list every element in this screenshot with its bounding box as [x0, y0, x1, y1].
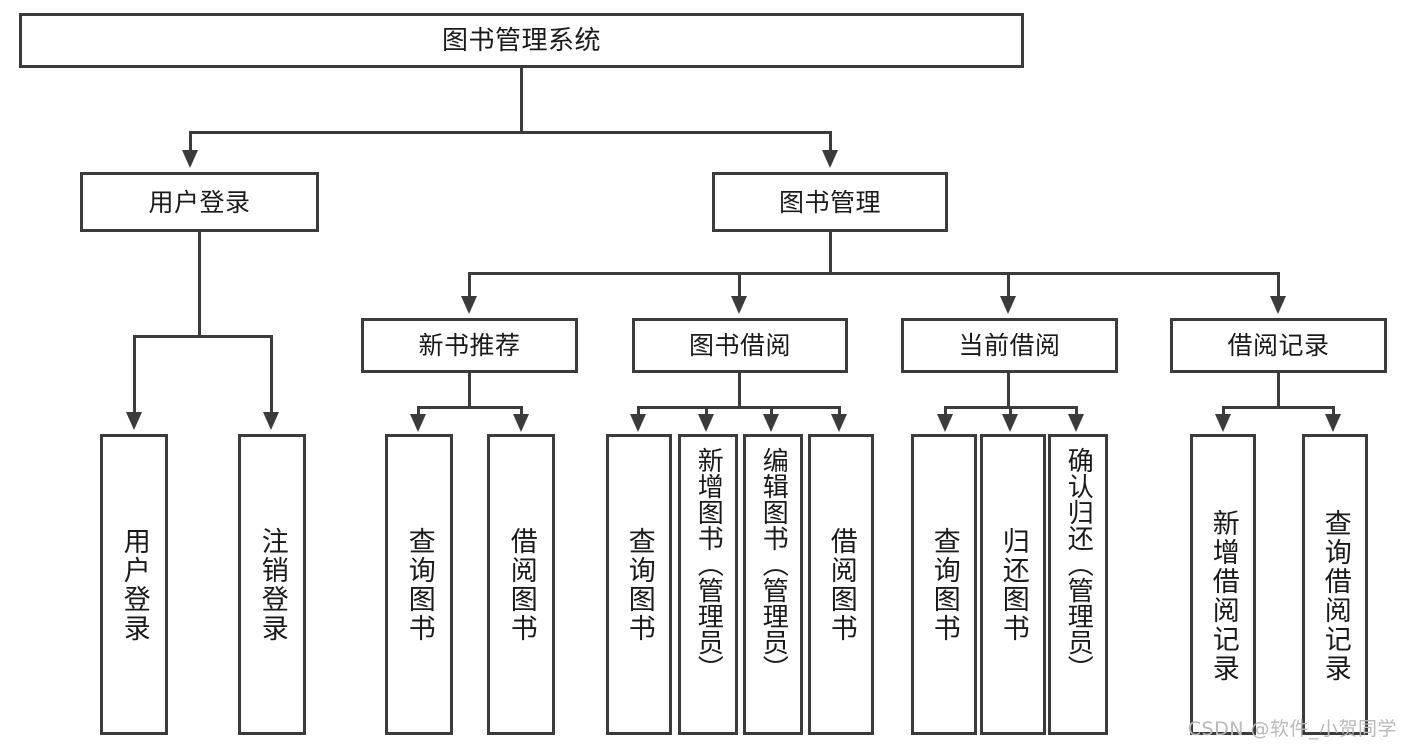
- connector-borrow-record-stem: [1277, 373, 1280, 406]
- node-label: 查询图书: [928, 527, 960, 643]
- watermark-text: CSDN @软件_小贺同学: [1187, 718, 1397, 740]
- connector-cb-to-leaf-2: [1075, 406, 1078, 418]
- arrowhead-book-borrow: [731, 296, 747, 314]
- node-label: 图书管理系统: [441, 25, 601, 56]
- node-new-book-recommend[interactable]: 新书推荐: [361, 318, 578, 373]
- node-label: 借阅图书: [505, 527, 537, 643]
- node-label: 用户登录: [118, 527, 150, 643]
- connector-cb-to-leaf-0: [944, 406, 947, 418]
- node-label: 图书借阅: [688, 331, 791, 360]
- connector-bm-to-borrow-record: [1277, 272, 1280, 298]
- connector-root-bus: [189, 131, 832, 134]
- arrowhead-bb-add-book: [698, 414, 714, 432]
- leaf-nb-query-book[interactable]: 查询图书: [385, 434, 453, 735]
- node-label: 借阅图书: [825, 527, 857, 643]
- connector-bb-to-leaf-3: [838, 406, 841, 418]
- node-label: 查询借阅记录: [1319, 509, 1351, 683]
- connector-user-login-to-leaf-0: [133, 335, 136, 415]
- node-label: 编辑图书（管理员）: [758, 447, 789, 681]
- connector-nb-to-leaf-0: [417, 406, 420, 418]
- connector-new-book-bus: [417, 406, 523, 409]
- arrowhead-new-book-recommend: [461, 296, 477, 314]
- arrowhead-bb-query-book: [630, 414, 646, 432]
- connector-user-login-bus: [133, 335, 273, 338]
- arrowhead-current-borrow: [1000, 296, 1016, 314]
- connector-new-book-stem: [468, 373, 471, 406]
- connector-cb-to-leaf-1: [1009, 406, 1012, 418]
- node-label: 注销登录: [256, 527, 288, 643]
- node-current-borrow[interactable]: 当前借阅: [901, 318, 1118, 373]
- connector-nb-to-leaf-1: [520, 406, 523, 418]
- node-label: 查询图书: [623, 527, 655, 643]
- arrowhead-nb-query-book: [410, 414, 426, 432]
- connector-user-login-stem: [198, 232, 201, 335]
- arrowhead-nb-borrow-book: [513, 414, 529, 432]
- connector-bm-to-new-book: [468, 272, 471, 298]
- node-label: 图书管理: [778, 187, 881, 217]
- connector-root-stem: [520, 68, 523, 131]
- node-book-management[interactable]: 图书管理: [712, 172, 948, 232]
- leaf-bb-edit-book[interactable]: 编辑图书（管理员）: [743, 434, 803, 735]
- connector-book-borrow-stem: [738, 373, 741, 406]
- leaf-cb-return-book[interactable]: 归还图书: [980, 434, 1046, 735]
- node-label: 新增图书（管理员）: [693, 447, 724, 681]
- node-root-library-management-system[interactable]: 图书管理系统: [19, 13, 1024, 68]
- connector-book-borrow-bus: [637, 406, 840, 409]
- leaf-bb-borrow-book[interactable]: 借阅图书: [808, 434, 874, 735]
- connector-root-to-user-login: [189, 131, 192, 153]
- node-label: 新书推荐: [418, 331, 521, 360]
- arrowhead-bb-borrow-book: [831, 414, 847, 432]
- node-user-login[interactable]: 用户登录: [80, 172, 319, 232]
- leaf-nb-borrow-book[interactable]: 借阅图书: [487, 434, 555, 735]
- connector-br-to-leaf-1: [1332, 406, 1335, 418]
- connector-bb-to-leaf-1: [705, 406, 708, 418]
- node-label: 确认归还（管理员）: [1063, 447, 1094, 681]
- connector-bm-to-book-borrow: [738, 272, 741, 298]
- leaf-cb-confirm-return[interactable]: 确认归还（管理员）: [1048, 434, 1108, 735]
- connector-borrow-record-bus: [1222, 406, 1335, 409]
- leaf-br-query-record[interactable]: 查询借阅记录: [1302, 434, 1368, 735]
- connector-br-to-leaf-0: [1222, 406, 1225, 418]
- leaf-bb-add-book[interactable]: 新增图书（管理员）: [678, 434, 738, 735]
- arrowhead-borrow-record: [1270, 296, 1286, 314]
- leaf-user-login[interactable]: 用户登录: [100, 434, 168, 735]
- node-label: 归还图书: [997, 527, 1029, 643]
- arrowhead-br-query-record: [1325, 414, 1341, 432]
- arrowhead-cb-confirm-return: [1068, 414, 1084, 432]
- node-label: 新增借阅记录: [1207, 509, 1239, 683]
- arrowhead-user-login: [182, 150, 198, 168]
- arrowhead-leaf-user-login: [126, 412, 142, 430]
- arrowhead-cb-return-book: [1002, 414, 1018, 432]
- leaf-cb-query-book[interactable]: 查询图书: [911, 434, 977, 735]
- node-book-borrow[interactable]: 图书借阅: [632, 318, 848, 373]
- connector-bb-to-leaf-0: [637, 406, 640, 418]
- arrowhead-book-management: [822, 150, 838, 168]
- connector-book-management-stem: [829, 232, 832, 272]
- connector-user-login-to-leaf-1: [270, 335, 273, 415]
- node-label: 当前借阅: [958, 331, 1061, 360]
- node-borrow-record[interactable]: 借阅记录: [1170, 318, 1387, 373]
- leaf-bb-query-book[interactable]: 查询图书: [606, 434, 672, 735]
- connector-current-borrow-stem: [1007, 373, 1010, 406]
- node-label: 借阅记录: [1227, 331, 1330, 360]
- connector-book-management-bus: [468, 272, 1280, 275]
- arrowhead-br-add-record: [1215, 414, 1231, 432]
- connector-bm-to-current-borrow: [1007, 272, 1010, 298]
- connector-root-to-book-management: [829, 131, 832, 153]
- arrowhead-cb-query-book: [937, 414, 953, 432]
- arrowhead-leaf-logout: [263, 412, 279, 430]
- arrowhead-bb-edit-book: [763, 414, 779, 432]
- connector-bb-to-leaf-2: [770, 406, 773, 418]
- leaf-logout[interactable]: 注销登录: [238, 434, 306, 735]
- leaf-br-add-record[interactable]: 新增借阅记录: [1190, 434, 1256, 735]
- node-label: 用户登录: [148, 187, 251, 217]
- node-label: 查询图书: [403, 527, 435, 643]
